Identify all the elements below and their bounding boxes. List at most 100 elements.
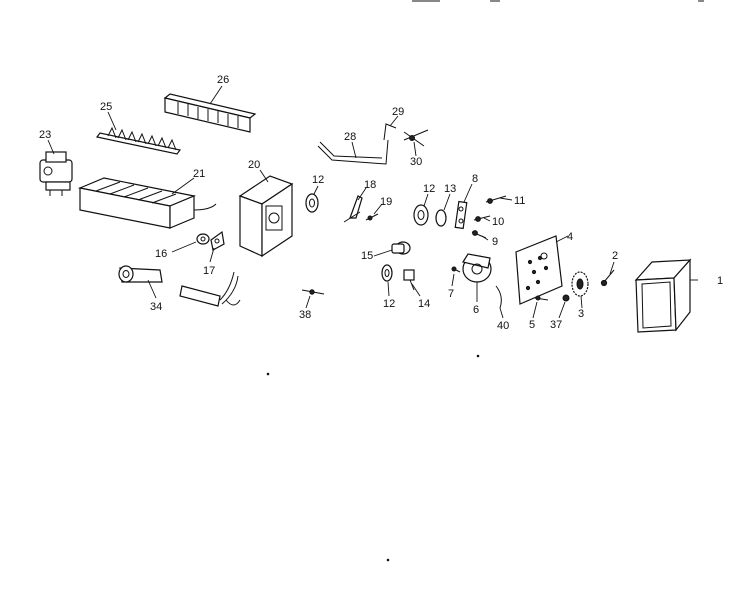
part-2-screw[interactable] [600,269,615,287]
leader-18 [357,187,367,201]
part-28-shutoff-arm[interactable] [317,139,389,165]
part-13-spring[interactable] [435,209,447,227]
part-30-clip[interactable] [403,129,429,147]
callout-18: 18 [364,179,376,191]
callout-labels: 1 2 3 4 5 6 7 8 9 10 11 12 12 12 13 14 1… [39,74,723,332]
part-40-clip[interactable] [495,285,502,309]
callout-8: 8 [472,173,478,185]
scan-specks [266,354,480,562]
callout-5: 5 [529,319,535,331]
callout-40: 40 [497,320,509,332]
leader-16 [171,241,197,253]
callout-2: 2 [612,250,618,262]
part-26-ejector-rail[interactable] [163,93,257,133]
leader-12c [387,281,390,297]
leader-23 [47,139,55,155]
leader-38 [305,295,311,309]
leader-2 [609,261,615,275]
part-34-fill-tube[interactable] [118,265,163,283]
leader-13 [443,193,451,211]
part-19-screw[interactable] [365,213,379,221]
part-5-screw[interactable] [534,295,549,301]
part-29-lever[interactable] [383,123,397,141]
part-12a-cam[interactable] [305,193,319,213]
part-17-clip[interactable] [210,230,225,251]
part-15-gear[interactable] [391,241,411,255]
leader-12b [423,193,429,207]
callout-21: 21 [193,168,205,180]
leader-14 [411,283,421,297]
part-10-screw[interactable] [473,215,491,222]
leader-19 [373,203,383,215]
callout-9: 9 [492,236,498,248]
part-21-ice-mold[interactable] [77,177,217,229]
callout-16: 16 [155,248,167,260]
callout-12c: 12 [383,298,395,310]
part-6-motor[interactable] [462,253,492,283]
leader-3 [580,295,583,309]
callout-28: 28 [344,131,356,143]
leader-5 [532,301,538,319]
callout-12a: 12 [312,174,324,186]
part-25-stripper[interactable] [95,126,182,155]
leader-9 [481,235,489,241]
leader-11 [499,197,513,201]
callout-3: 3 [578,308,584,320]
wire-harness[interactable] [179,271,241,307]
part-23-water-valve[interactable] [39,151,73,196]
callout-10: 10 [492,216,504,228]
part-14-bracket[interactable] [403,269,415,291]
callout-20: 20 [248,159,260,171]
callout-15: 15 [361,250,373,262]
callout-25: 25 [100,101,112,113]
part-4-mounting-plate[interactable] [515,235,563,305]
leader-10 [483,217,491,222]
callout-12b: 12 [423,183,435,195]
callout-13: 13 [444,183,456,195]
part-20-housing[interactable] [238,175,294,258]
callout-14: 14 [418,298,430,310]
leader-30 [413,141,417,157]
part-18-cam-lever[interactable] [343,195,363,223]
leader-12a [313,185,319,195]
leader-15 [373,249,393,257]
part-8-switch[interactable] [454,200,468,230]
leader-40 [499,307,504,319]
callout-7: 7 [448,288,454,300]
leader-25 [107,111,117,131]
leader-17 [209,247,215,263]
part-37-fastener[interactable] [562,294,570,302]
leader-21 [171,177,195,195]
leader-4 [555,235,569,243]
callout-37: 37 [550,319,562,331]
callout-34: 34 [150,301,162,313]
callout-11: 11 [514,195,525,207]
part-11-screw[interactable] [485,195,507,204]
leader-26 [209,85,223,105]
callout-26: 26 [217,74,229,86]
callout-30: 30 [410,156,422,168]
callout-17: 17 [203,265,215,277]
callout-38: 38 [299,309,311,321]
leader-28 [351,141,357,159]
callout-23: 23 [39,129,51,141]
callout-4: 4 [567,231,573,243]
callout-29: 29 [392,106,404,118]
leader-8 [463,183,473,203]
callout-1: 1 [717,275,723,287]
part-12c-cam[interactable] [381,264,393,282]
leader-7 [451,273,455,287]
part-3-gear[interactable] [571,271,589,297]
part-1-front-cover[interactable] [634,258,692,333]
callout-6: 6 [473,304,479,316]
leader-20 [259,169,269,183]
part-7-screw[interactable] [451,266,461,273]
part-12b-cam[interactable] [413,204,429,226]
part-16-grommet[interactable] [196,233,210,245]
leader-37 [558,301,566,319]
callout-19: 19 [380,196,392,208]
leader-29 [389,115,399,127]
leader-34 [147,279,157,299]
part-38-screw[interactable] [301,289,325,295]
